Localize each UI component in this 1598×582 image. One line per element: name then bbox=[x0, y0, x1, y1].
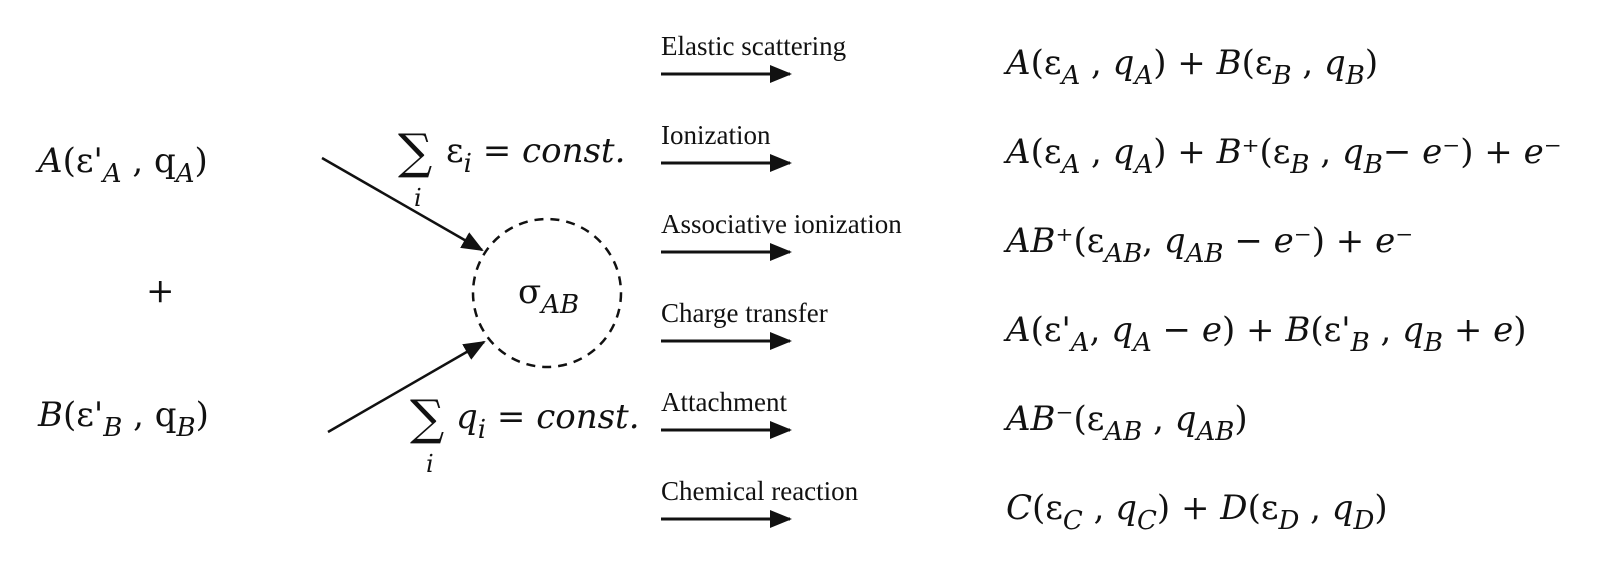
channel-label: Charge transfer bbox=[661, 298, 828, 328]
svg-text:i: i bbox=[426, 450, 434, 478]
channel-product: AB⁺(εAB, qAB − e⁻) + e⁻ bbox=[1003, 221, 1413, 269]
channel-product: A(εA , qA) + B(εB , qB) bbox=[1003, 43, 1378, 91]
channel-row: Chemical reaction C(εC , qC) + D(εD , qD) bbox=[661, 476, 1388, 536]
incoming-arrow-b bbox=[327, 340, 486, 434]
channel-row: Attachment AB⁻(εAB , qAB) bbox=[661, 387, 1248, 447]
channel-row: Ionization A(εA , qA) + B⁺(εB , qB− e⁻) +… bbox=[661, 120, 1562, 180]
channel-row: Elastic scattering A(εA , qA) + B(εB , qB… bbox=[661, 31, 1378, 91]
channel-product: A(εA , qA) + B⁺(εB , qB− e⁻) + e⁻ bbox=[1003, 132, 1562, 180]
plus-sign: + bbox=[146, 271, 175, 311]
channel-label: Chemical reaction bbox=[661, 476, 859, 506]
channel-label: Attachment bbox=[661, 387, 787, 417]
svg-text:qi = const.: qi = const. bbox=[456, 397, 640, 445]
channel-label: Associative ionization bbox=[661, 209, 902, 239]
reactant-b: B(ε'B , qB) bbox=[37, 395, 209, 443]
cross-section-label: σAB bbox=[518, 272, 579, 320]
channel-product: A(ε'A, qA − e) + B(ε'B , qB + e) bbox=[1003, 310, 1527, 358]
channel-product: C(εC , qC) + D(εD , qD) bbox=[1006, 488, 1388, 536]
interaction-region-circle bbox=[471, 217, 623, 369]
reaction-channels: Elastic scattering A(εA , qA) + B(εB , qB… bbox=[661, 31, 1562, 536]
channel-label: Ionization bbox=[661, 120, 771, 150]
channel-product: AB⁻(εAB , qAB) bbox=[1003, 399, 1248, 447]
charge-conservation: ∑ i qi = const. bbox=[410, 390, 640, 478]
reactant-a: A(ε'A , qA) bbox=[35, 141, 208, 189]
channel-row: Charge transfer A(ε'A, qA − e) + B(ε'B , … bbox=[661, 298, 1527, 358]
incoming-arrow-a bbox=[321, 156, 484, 252]
energy-conservation: ∑ i εi = const. bbox=[398, 124, 625, 212]
channel-row: Associative ionization AB⁺(εAB, qAB − e⁻)… bbox=[661, 209, 1413, 269]
svg-text:∑: ∑ bbox=[398, 124, 432, 180]
svg-text:i: i bbox=[414, 184, 422, 212]
svg-text:∑: ∑ bbox=[410, 390, 444, 446]
channel-label: Elastic scattering bbox=[661, 31, 846, 61]
svg-text:εi = const.: εi = const. bbox=[446, 131, 625, 179]
